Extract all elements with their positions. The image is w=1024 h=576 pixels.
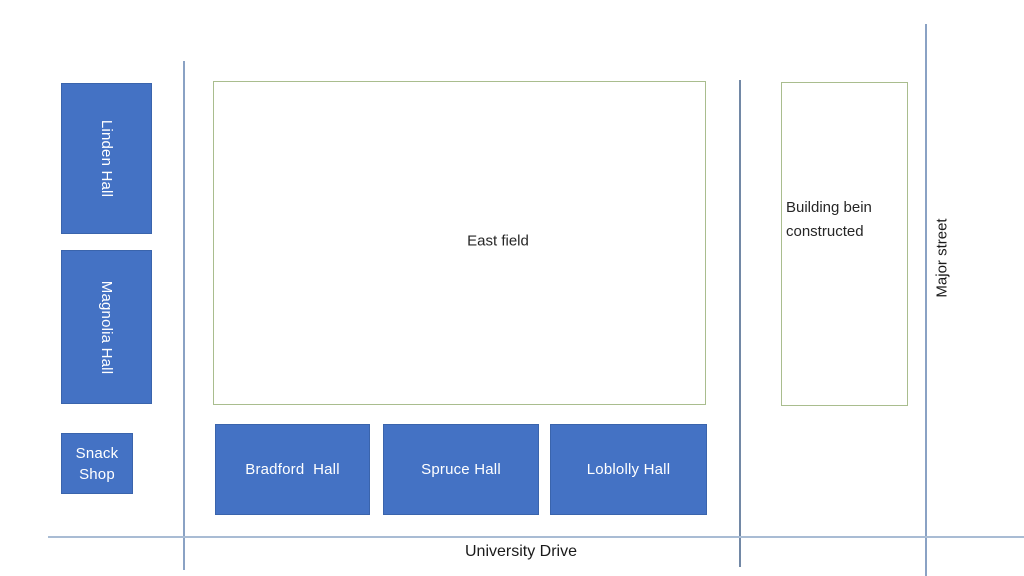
major-street-line <box>925 24 927 576</box>
major-street-label: Major street <box>933 218 951 298</box>
campus-street-line-left <box>183 61 185 570</box>
spruce-hall-label: Spruce Hall <box>421 461 501 478</box>
building-bradford-hall: Bradford Hall <box>215 424 370 515</box>
construction-area-label: Building bein constructed <box>786 199 872 240</box>
building-spruce-hall: Spruce Hall <box>383 424 539 515</box>
linden-hall-label: Linden Hall <box>97 119 115 198</box>
building-linden-hall: Linden Hall <box>61 83 152 234</box>
building-snack-shop: Snack Shop <box>61 433 133 494</box>
campus-street-line-middle <box>739 80 741 567</box>
university-drive-label: University Drive <box>464 543 578 560</box>
snack-shop-label: Snack Shop <box>75 444 119 483</box>
east-field-label: East field <box>467 232 529 250</box>
building-magnolia-hall: Magnolia Hall <box>61 250 152 404</box>
loblolly-hall-label: Loblolly Hall <box>586 461 671 478</box>
construction-area <box>781 82 908 406</box>
magnolia-hall-label: Magnolia Hall <box>98 280 116 374</box>
bradford-hall-label: Bradford Hall <box>245 461 340 478</box>
building-loblolly-hall: Loblolly Hall <box>550 424 707 515</box>
university-drive-line <box>48 536 1024 538</box>
east-field-area <box>213 81 706 405</box>
